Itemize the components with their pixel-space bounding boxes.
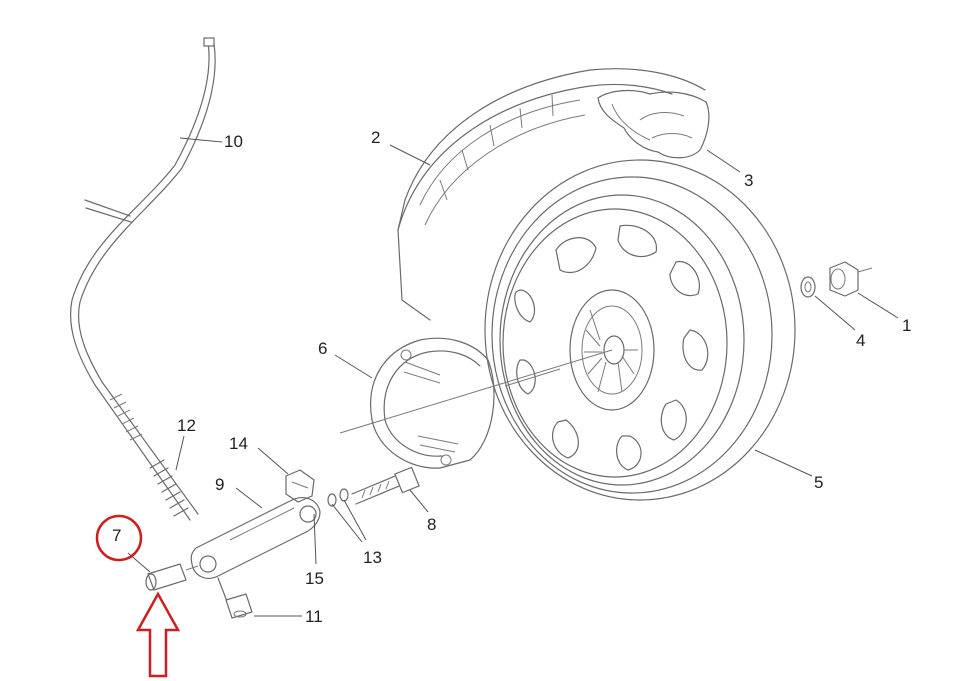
wheel-part bbox=[484, 159, 796, 501]
seal-part bbox=[327, 488, 349, 507]
part-label-13: 13 bbox=[363, 548, 382, 567]
washer-part bbox=[800, 276, 816, 298]
part-label-7: 7 bbox=[112, 526, 121, 545]
part-label-2: 2 bbox=[371, 128, 380, 147]
brake-cable-part bbox=[70, 37, 216, 521]
leader-15 bbox=[313, 513, 317, 565]
part-label-15: 15 bbox=[305, 569, 324, 588]
leader-4 bbox=[814, 295, 856, 331]
leader-14 bbox=[257, 447, 289, 475]
bolt-part bbox=[217, 577, 253, 619]
part-label-10: 10 bbox=[224, 132, 243, 151]
part-label-4: 4 bbox=[856, 331, 865, 350]
leader-3 bbox=[706, 149, 741, 173]
brake-shoe-part bbox=[370, 337, 495, 469]
leader-2 bbox=[389, 144, 431, 166]
pin-part bbox=[145, 563, 199, 591]
spring-part bbox=[109, 393, 189, 517]
brake-arm-part bbox=[190, 497, 321, 579]
part-label-3: 3 bbox=[744, 171, 753, 190]
part-label-6: 6 bbox=[318, 339, 327, 358]
up-arrow-icon bbox=[135, 591, 181, 678]
leader-lines bbox=[127, 137, 899, 617]
highlight-circle bbox=[95, 514, 143, 562]
part-label-8: 8 bbox=[427, 515, 436, 534]
leader-8 bbox=[409, 489, 429, 513]
part-label-12: 12 bbox=[177, 416, 196, 435]
leader-9 bbox=[235, 487, 263, 509]
leader-6 bbox=[334, 354, 373, 379]
camshaft-part bbox=[351, 466, 420, 505]
part-label-1: 1 bbox=[902, 316, 911, 335]
part-label-14: 14 bbox=[229, 434, 248, 453]
part-label-5: 5 bbox=[814, 473, 823, 492]
clip-part bbox=[597, 89, 710, 159]
nut-part bbox=[829, 261, 873, 297]
fender-part bbox=[397, 68, 706, 321]
part-label-9: 9 bbox=[215, 475, 224, 494]
leader-12 bbox=[175, 435, 185, 471]
wear-indicator-part bbox=[285, 469, 315, 503]
part-label-11: 11 bbox=[305, 607, 323, 626]
leader-13 bbox=[331, 499, 367, 543]
leader-1 bbox=[857, 292, 899, 319]
leader-5 bbox=[754, 449, 813, 477]
leader-10 bbox=[179, 137, 223, 143]
